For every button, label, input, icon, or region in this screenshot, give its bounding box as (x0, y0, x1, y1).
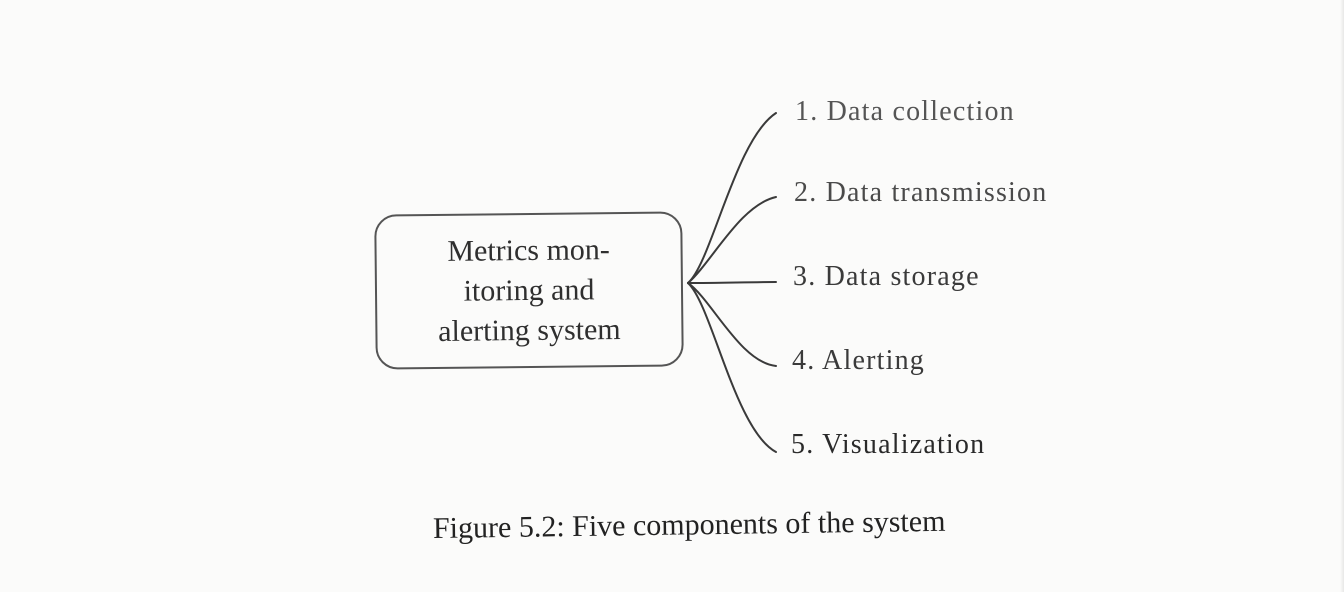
connector-5 (687, 282, 777, 453)
page-edge-shadow (1340, 0, 1344, 592)
component-data-transmission: 2. Data transmission (794, 177, 1048, 208)
central-node: Metrics mon- itoring and alerting system (374, 211, 684, 370)
connector-1 (687, 112, 777, 284)
component-alerting: 4. Alerting (792, 345, 925, 376)
component-data-collection: 1. Data collection (795, 96, 1015, 127)
figure-caption: Figure 5.2: Five components of the syste… (432, 504, 946, 545)
component-data-storage: 3. Data storage (793, 261, 980, 292)
connector-3 (687, 281, 777, 284)
central-node-label: Metrics mon- itoring and alerting system (438, 232, 621, 348)
connector-2 (687, 196, 777, 284)
component-visualization: 5. Visualization (791, 429, 986, 460)
connector-4 (687, 282, 777, 367)
